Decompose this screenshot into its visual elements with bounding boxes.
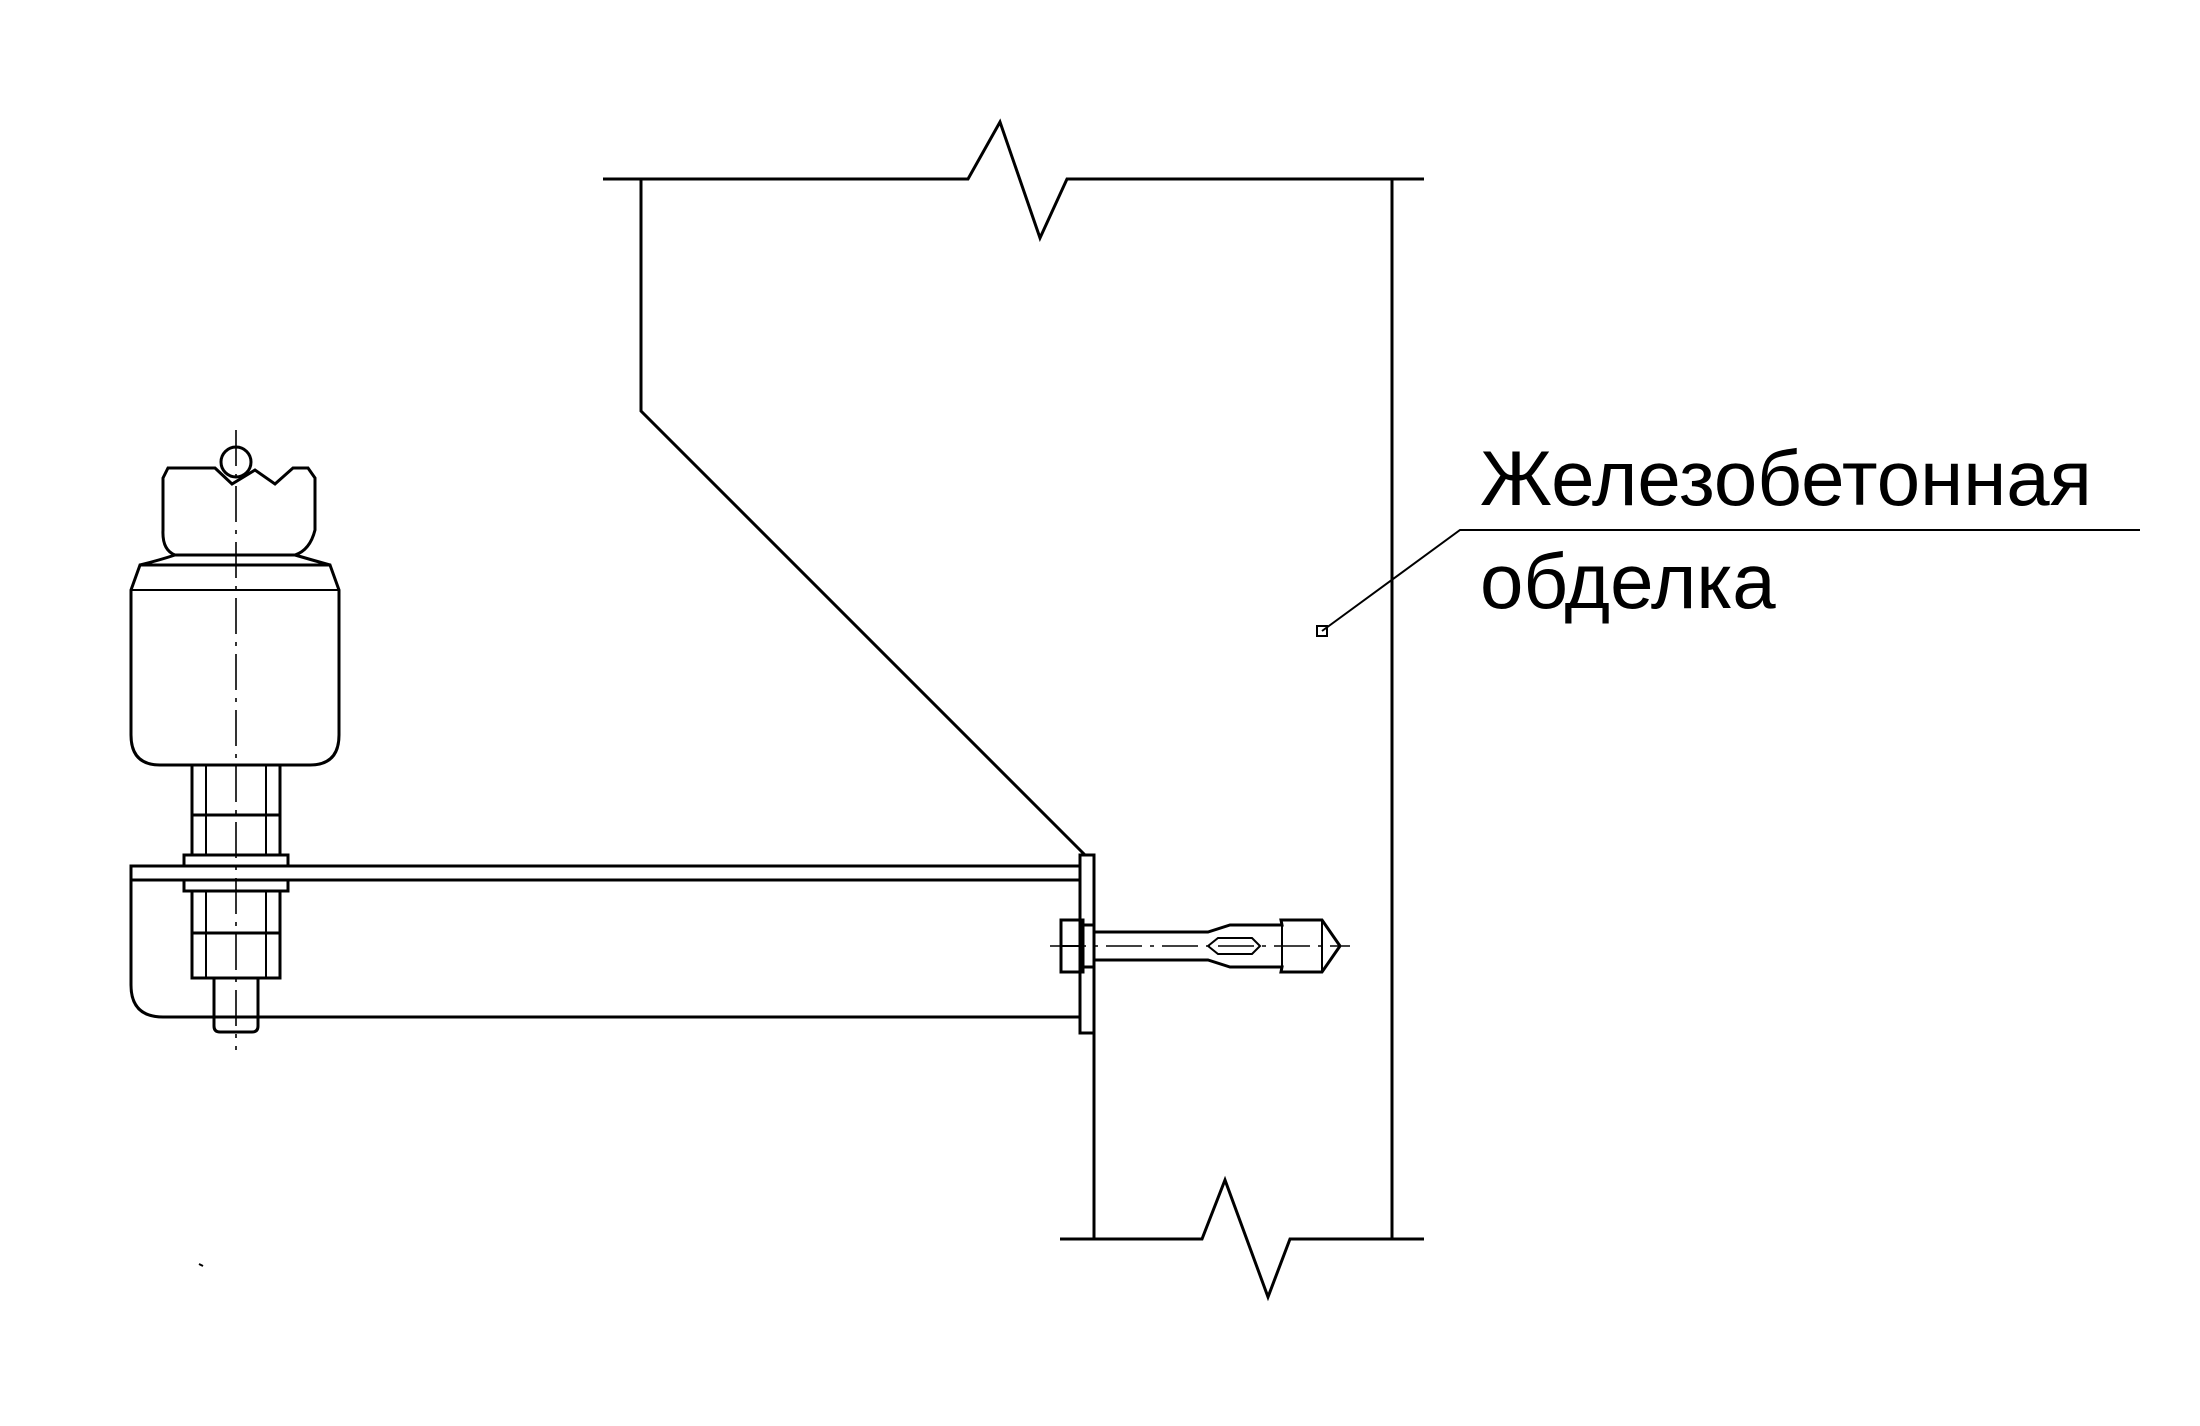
insulator-assembly [129,430,341,1050]
top-break-line [603,118,1424,243]
insulator-head [161,466,317,557]
lining-left-haunch-edge [639,179,1087,857]
concrete-lining [603,118,1424,1302]
annotation-line-2: обделка [1480,537,1776,625]
anchor-bolt [1050,918,1350,974]
bracket [129,864,1080,1019]
anchor-rod-top [1094,918,1342,947]
anchor-rod-bottom [1094,945,1342,974]
leader-line [1321,529,2140,632]
anchor-sleeve-slot [1207,937,1262,955]
stray-mark [198,1263,204,1267]
stud-end [212,978,260,1034]
bracket-outline [129,864,1080,1019]
annotation-group: Железобетонная обделка [1316,434,2140,637]
insulator-body [129,563,341,767]
bottom-break-line [1060,1175,1424,1302]
annotation-line-1: Железобетонная [1480,434,2092,522]
leader-marker [1316,625,1328,637]
